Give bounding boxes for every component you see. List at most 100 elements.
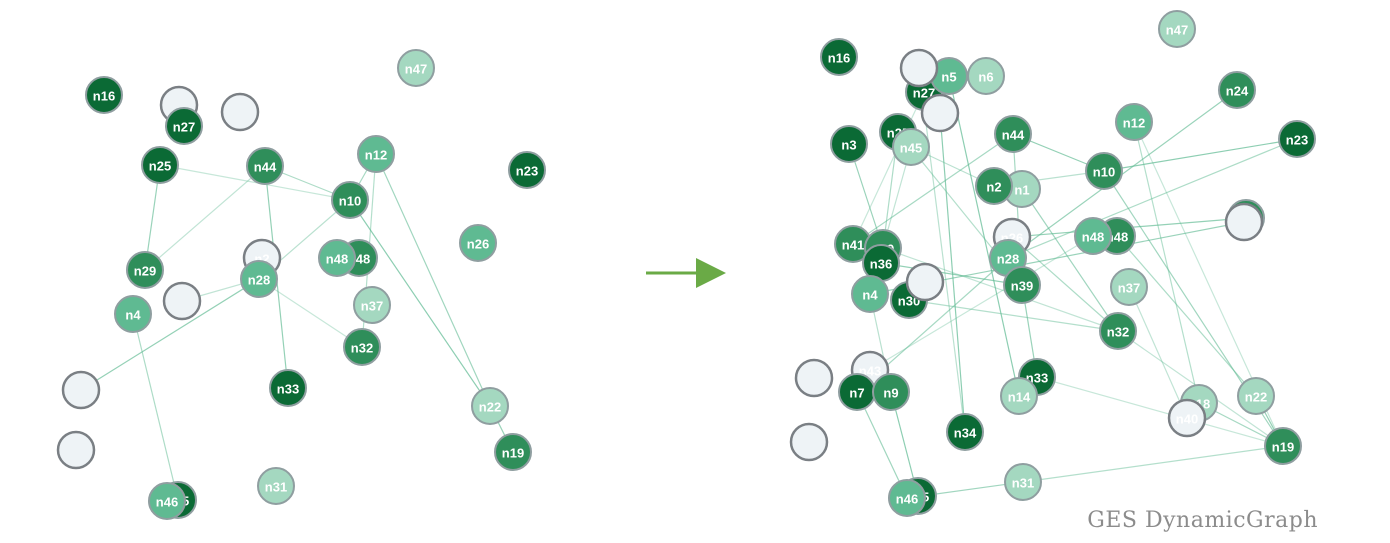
node-circle: [257, 467, 295, 505]
graph-node[interactable]: n48: [1074, 217, 1112, 255]
node-circle: [1000, 377, 1038, 415]
graph-node[interactable]: [899, 48, 939, 88]
node-circle: [1167, 398, 1207, 438]
graph-node[interactable]: n27: [165, 107, 203, 145]
graph-node[interactable]: n37: [1110, 268, 1148, 306]
graph-node[interactable]: n12: [1115, 103, 1153, 141]
node-label: n44: [254, 160, 277, 175]
graph-node[interactable]: n10: [1085, 152, 1123, 190]
graph-edge: [80, 278, 260, 391]
graph-node[interactable]: [789, 422, 829, 462]
node-circle: [892, 128, 930, 166]
graph-node[interactable]: n31: [1004, 463, 1042, 501]
graph-node[interactable]: n46: [888, 479, 926, 517]
graph-node[interactable]: n44: [994, 115, 1032, 153]
graph-node[interactable]: n19: [1264, 427, 1302, 465]
graph-node[interactable]: n2: [975, 167, 1013, 205]
node-label: n34: [954, 426, 977, 441]
graph-node[interactable]: n25: [141, 146, 179, 184]
graph-edge: [882, 247, 1119, 332]
graph-node[interactable]: n22: [1237, 377, 1275, 415]
node-label: n26: [467, 237, 489, 252]
node-circle: [471, 387, 509, 425]
node-circle: [1264, 427, 1302, 465]
graph-node[interactable]: n16: [85, 76, 123, 114]
graph-node[interactable]: n10: [331, 181, 369, 219]
graph-node[interactable]: n28: [240, 260, 278, 298]
graph-edge: [1011, 236, 1119, 332]
node-label: n37: [361, 299, 383, 314]
graph-node[interactable]: n47: [397, 49, 435, 87]
graph-node[interactable]: n26: [459, 224, 497, 262]
node-circle: [141, 146, 179, 184]
node-label: n12: [365, 148, 387, 163]
graph-node[interactable]: [61, 370, 101, 410]
graph-node[interactable]: [1224, 202, 1264, 242]
graph-node[interactable]: n12: [357, 135, 395, 173]
graph-node[interactable]: n48: [318, 239, 356, 277]
graph-node[interactable]: n23: [508, 151, 546, 189]
node-circle: [794, 358, 834, 398]
graph-edge: [1103, 138, 1298, 172]
node-circle: [789, 422, 829, 462]
node-circle: [1003, 266, 1041, 304]
graph-node[interactable]: n40: [1167, 398, 1207, 438]
graph-node[interactable]: n4: [114, 295, 152, 333]
graph-node[interactable]: n1: [1003, 170, 1041, 208]
graph-node[interactable]: [162, 281, 202, 321]
graph-node[interactable]: n5: [930, 57, 968, 95]
graph-node[interactable]: n34: [946, 413, 984, 451]
graph-node[interactable]: n37: [353, 286, 391, 324]
node-label: n2: [986, 180, 1001, 195]
graph-node[interactable]: [220, 92, 260, 132]
graph-node[interactable]: [920, 93, 960, 133]
graph-node[interactable]: n36: [862, 244, 900, 282]
node-label: n3: [841, 138, 856, 153]
node-circle: [1237, 377, 1275, 415]
node-circle: [994, 115, 1032, 153]
node-circle: [61, 370, 101, 410]
graph-node[interactable]: n6: [967, 57, 1005, 95]
node-label: n19: [1272, 440, 1294, 455]
node-label: n22: [479, 400, 501, 415]
node-circle: [114, 295, 152, 333]
graph-node[interactable]: n29: [126, 251, 164, 289]
graph-node[interactable]: n23: [1278, 120, 1316, 158]
node-label: n19: [502, 446, 524, 461]
graph-edge: [1116, 235, 1257, 397]
graph-node[interactable]: n14: [1000, 377, 1038, 415]
node-label: n27: [913, 86, 935, 101]
graph-edge: [1021, 188, 1119, 332]
graph-node[interactable]: n3: [830, 125, 868, 163]
node-label: n32: [1107, 325, 1129, 340]
graph-node[interactable]: n16: [820, 38, 858, 76]
node-label: n4: [125, 308, 141, 323]
graph-node[interactable]: n39: [1003, 266, 1041, 304]
node-circle: [357, 135, 395, 173]
graph-node[interactable]: [56, 430, 96, 470]
graph-node[interactable]: [905, 262, 945, 302]
graph-node[interactable]: n24: [1218, 71, 1256, 109]
graph-node[interactable]: [794, 358, 834, 398]
node-circle: [353, 286, 391, 324]
graph-node[interactable]: n19: [494, 433, 532, 471]
graph-node[interactable]: n9: [872, 373, 910, 411]
graph-node[interactable]: n47: [1158, 10, 1196, 48]
graph-node[interactable]: n45: [892, 128, 930, 166]
graph-node[interactable]: n22: [471, 387, 509, 425]
graph-node[interactable]: n44: [246, 147, 284, 185]
graph-node[interactable]: n7: [838, 373, 876, 411]
graph-node[interactable]: n32: [343, 328, 381, 366]
graph-node[interactable]: n31: [257, 467, 295, 505]
graph-node[interactable]: n32: [1099, 312, 1137, 350]
node-label: n36: [870, 257, 892, 272]
graph-node[interactable]: n4: [851, 275, 889, 313]
node-label: n29: [134, 264, 156, 279]
graph-node[interactable]: n46: [148, 482, 186, 520]
graph-node[interactable]: n33: [269, 369, 307, 407]
graph-edge: [144, 165, 266, 271]
node-label: n4: [862, 288, 878, 303]
